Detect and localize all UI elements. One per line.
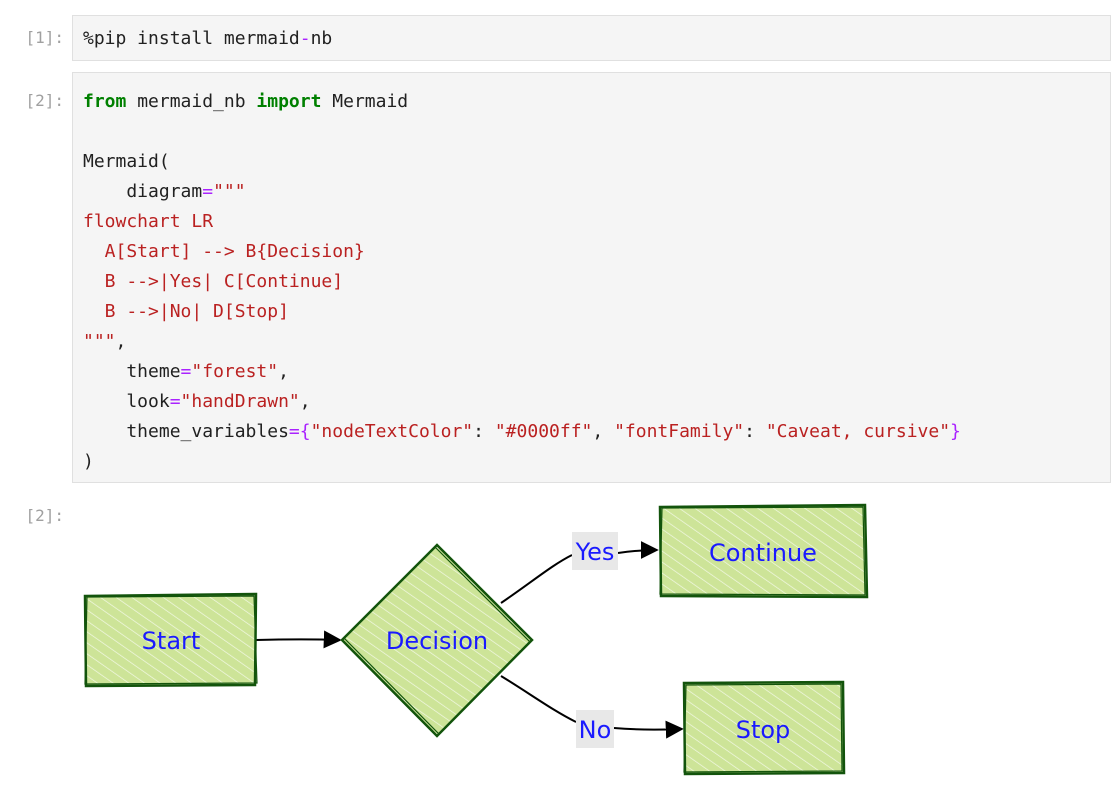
code-token: from xyxy=(83,91,127,112)
code-line: look="handDrawn", xyxy=(83,387,961,417)
node-decision-label: Decision xyxy=(386,627,488,655)
code-line xyxy=(83,117,961,147)
code-token: "nodeTextColor" xyxy=(310,421,474,442)
code-token: : xyxy=(473,421,495,442)
code-line: ) xyxy=(83,447,961,477)
mermaid-diagram-output: Yes No Start Decision Continue Stop xyxy=(72,490,1111,790)
code-token: Mermaid( xyxy=(83,151,170,172)
code-line: theme_variables={"nodeTextColor": "#0000… xyxy=(83,417,961,447)
code-token: """ xyxy=(83,331,116,352)
code-token: : xyxy=(744,421,766,442)
code-token: import xyxy=(256,91,322,112)
code-token: = xyxy=(202,181,214,202)
edge-decision-continue xyxy=(500,554,573,604)
code-token: = xyxy=(180,361,192,382)
code-line: from mermaid_nb import Mermaid xyxy=(83,87,961,117)
code-token: "handDrawn" xyxy=(180,391,300,412)
code-line: %pip install mermaid-nb xyxy=(83,24,332,54)
cell-2-prompt: [2]: xyxy=(25,91,64,110)
code-token: flowchart LR xyxy=(83,211,214,232)
edge-yes-continue xyxy=(617,541,659,560)
code-token: { xyxy=(299,421,311,442)
node-stop-label: Stop xyxy=(736,716,791,744)
code-token: theme_variables xyxy=(83,421,289,442)
code-token: , xyxy=(592,421,615,442)
node-start: Start xyxy=(83,592,258,688)
output-2-prompt: [2]: xyxy=(25,506,64,525)
code-token: , xyxy=(299,391,311,412)
code-line: theme="forest", xyxy=(83,357,961,387)
edge-no-stop xyxy=(613,720,684,739)
edge-label-no: No xyxy=(579,716,612,744)
code-line: A[Start] --> B{Decision} xyxy=(83,237,961,267)
code-token: nb xyxy=(310,28,333,49)
code-token: , xyxy=(278,361,289,382)
code-line: """, xyxy=(83,327,961,357)
code-token: = xyxy=(169,391,181,412)
cell-1-prompt: [1]: xyxy=(25,28,64,47)
code-token: theme xyxy=(83,361,181,382)
code-token: - xyxy=(299,28,311,49)
code-token: diagram xyxy=(83,181,203,202)
code-line: Mermaid( xyxy=(83,147,961,177)
code-token: """ xyxy=(213,181,246,202)
code-token: "fontFamily" xyxy=(614,421,745,442)
code-token: = xyxy=(288,421,300,442)
code-token: } xyxy=(950,421,961,442)
code-token: B -->|Yes| C[Continue] xyxy=(83,271,344,292)
code-token: B -->|No| D[Stop] xyxy=(83,301,289,322)
node-start-label: Start xyxy=(142,627,201,655)
node-stop: Stop xyxy=(682,680,846,776)
code-token: %pip install mermaid xyxy=(83,28,300,49)
code-line: flowchart LR xyxy=(83,207,961,237)
code-token: , xyxy=(115,331,127,352)
node-continue-label: Continue xyxy=(709,539,817,567)
code-token: "#0000ff" xyxy=(494,421,593,442)
edge-label-no-bg xyxy=(576,710,614,748)
edge-start-decision xyxy=(255,630,342,649)
code-line: diagram=""" xyxy=(83,177,961,207)
code-cell-1[interactable]: %pip install mermaid-nb xyxy=(72,15,1111,61)
code-token: A[Start] --> B{Decision} xyxy=(83,241,365,262)
code-token: "Caveat, cursive" xyxy=(765,421,951,442)
code-token: mermaid_nb xyxy=(126,91,257,112)
code-token: look xyxy=(83,391,170,412)
code-token: "forest" xyxy=(191,361,279,382)
edge-decision-stop xyxy=(500,675,577,723)
node-decision: Decision xyxy=(340,543,534,738)
code-line: B -->|Yes| C[Continue] xyxy=(83,267,961,297)
code-token: ) xyxy=(83,451,94,472)
edge-label-yes-bg xyxy=(572,532,618,570)
edge-label-yes: Yes xyxy=(575,538,615,566)
code-cell-1-source[interactable]: %pip install mermaid-nb xyxy=(83,24,332,54)
node-continue: Continue xyxy=(658,503,869,599)
code-line: B -->|No| D[Stop] xyxy=(83,297,961,327)
flowchart-svg: Yes No Start Decision Continue Stop xyxy=(83,503,869,776)
code-token: Mermaid xyxy=(321,91,409,112)
